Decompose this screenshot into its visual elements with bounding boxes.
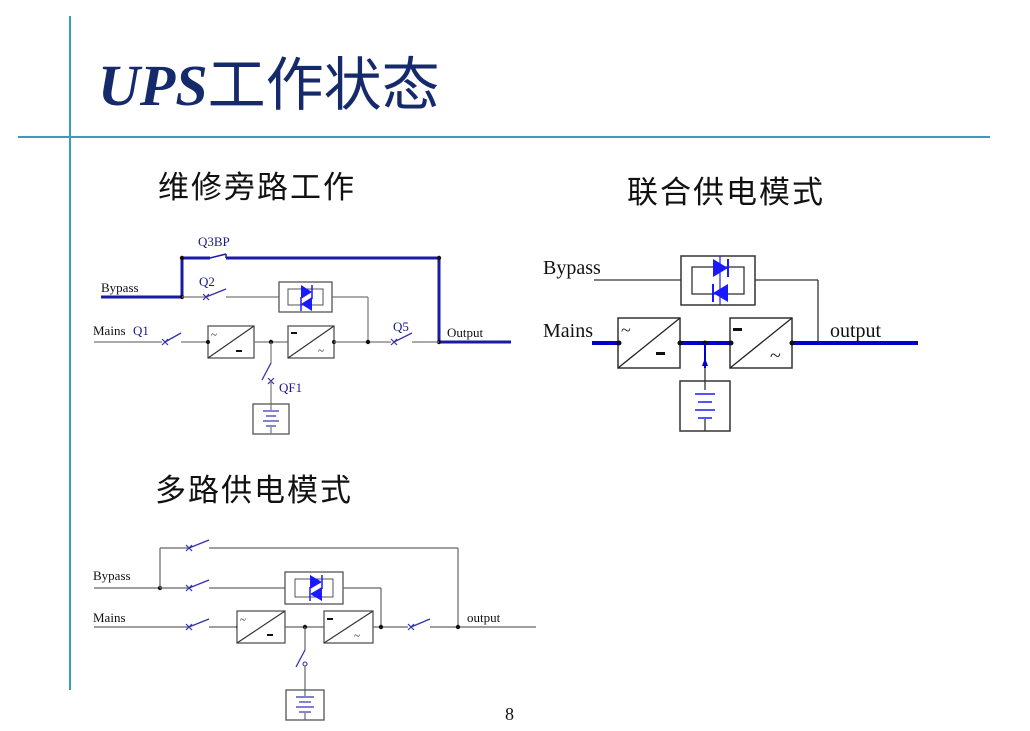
junction-dot (728, 340, 734, 346)
label-bypass: Bypass (101, 280, 139, 295)
junction-dot (436, 255, 442, 261)
manual-bypass-switch-icon (185, 539, 210, 552)
junction-dot (365, 339, 371, 345)
label-output: output (467, 610, 501, 625)
rectifier-icon: ~ (236, 610, 286, 644)
junction-dot (206, 340, 210, 344)
slide-title: UPS工作状态 (98, 56, 440, 115)
label-q5: Q5 (393, 319, 409, 334)
label-mains: Mains (543, 320, 593, 342)
svg-text:~: ~ (621, 320, 631, 340)
diagram3-title: 多路供电模式 (155, 473, 353, 509)
q1-switch-icon (161, 332, 182, 346)
qf1-switch-icon (261, 362, 275, 385)
diagram-maintenance-bypass: ~ ~ (93, 234, 511, 435)
q3bp-switch-icon (209, 253, 227, 259)
rectifier-icon: ~ (617, 317, 681, 369)
battery-icon (285, 689, 325, 721)
svg-text:~: ~ (240, 614, 246, 626)
rectifier-icon: ~ (207, 325, 255, 359)
static-bypass-switch-icon (185, 579, 210, 592)
label-q2: Q2 (199, 274, 215, 289)
junction-dot (378, 624, 384, 630)
svg-text:~: ~ (211, 329, 217, 341)
label-output: Output (447, 325, 484, 340)
label-bypass: Bypass (543, 257, 601, 279)
junction-dot (677, 340, 683, 346)
label-bypass: Bypass (93, 568, 131, 583)
battery-switch-icon (295, 649, 308, 668)
svg-text:~: ~ (354, 630, 360, 642)
inverter-icon: ~ (323, 610, 374, 644)
svg-text:~: ~ (770, 345, 781, 367)
slide-title-en: UPS (98, 53, 208, 118)
q5-switch-icon (390, 332, 413, 346)
label-output: output (830, 320, 882, 342)
diagram2-title: 联合供电模式 (627, 175, 825, 211)
label-q1: Q1 (133, 323, 149, 338)
inverter-icon: ~ (729, 317, 793, 369)
svg-text:~: ~ (318, 345, 324, 357)
page-number: 8 (505, 704, 514, 724)
junction-dot (789, 340, 795, 346)
output-switch-icon (407, 618, 431, 631)
junction-dot (179, 255, 185, 261)
current-arrow-icon (702, 358, 708, 366)
diagram-multi-source: ~ ~ (93, 539, 536, 721)
q2-switch-icon (202, 288, 227, 301)
horizontal-rule-line (18, 136, 990, 138)
static-switch-thyristor-icon (284, 571, 344, 605)
static-switch-thyristor-icon (680, 255, 756, 306)
battery-icon (679, 380, 731, 432)
junction-dot (455, 624, 461, 630)
battery-icon (252, 403, 290, 435)
label-mains: Mains (93, 323, 126, 338)
diagram-joint-supply: ~ ~ Bypass Mains output (543, 255, 918, 432)
junction-dot (616, 340, 622, 346)
label-q3bp: Q3BP (198, 234, 230, 249)
slide-title-cn: 工作状态 (207, 51, 440, 119)
static-switch-thyristor-icon (278, 281, 333, 313)
inverter-icon: ~ (287, 325, 335, 359)
mains-switch-icon (185, 618, 210, 631)
label-qf1: QF1 (279, 380, 302, 395)
diagram1-title: 维修旁路工作 (158, 170, 356, 206)
vertical-rule-line (69, 16, 71, 690)
label-mains: Mains (93, 610, 126, 625)
